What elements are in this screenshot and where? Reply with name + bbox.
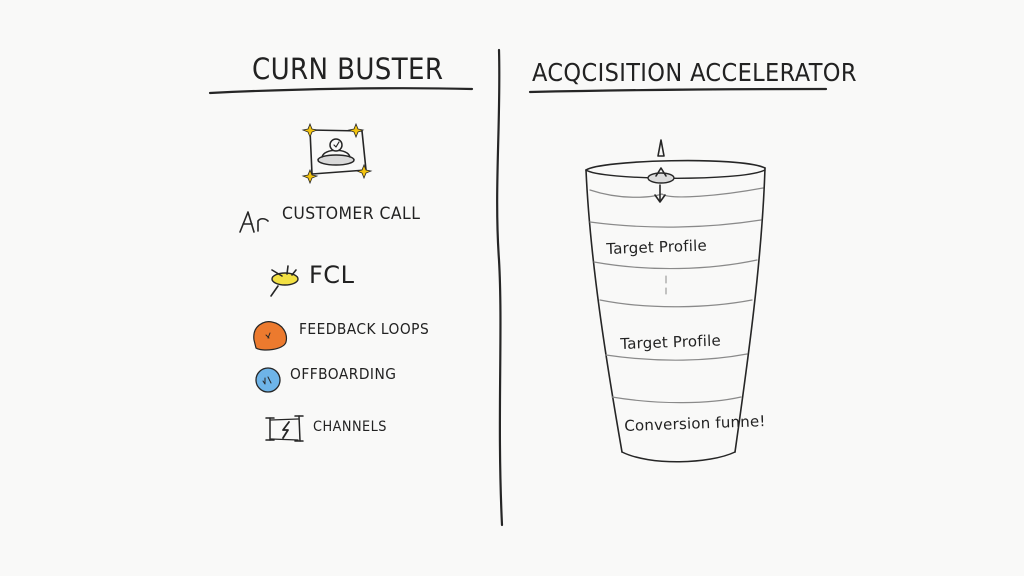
funnel-diagram (585, 139, 766, 463)
list-item-offboarding: OFFBOARDING (290, 365, 397, 383)
list-item-customer-call: CUSTOMER CALL (282, 204, 421, 224)
customer-call-icon (239, 211, 269, 233)
offboarding-icon (255, 367, 281, 393)
funnel-stage-label: Target Profile (606, 236, 708, 258)
funnel-left-side (585, 169, 623, 453)
channels-icon (265, 415, 304, 442)
list-item-channels: CHANNELS (313, 419, 387, 435)
right-panel-title: ACQCISITION ACCELERATOR (532, 58, 857, 87)
left-panel-title: CURN BUSTER (252, 52, 444, 86)
funnel-stage-label: Target Profile (620, 331, 722, 353)
funnel-right-side (734, 167, 766, 453)
center-divider (496, 48, 504, 527)
feedback-loops-icon (253, 321, 288, 351)
churn-buster-icon (301, 122, 373, 185)
right-title-underline (528, 87, 828, 94)
left-title-underline (208, 87, 474, 95)
list-item-feedback-loops: FEEDBACK LOOPS (299, 320, 430, 338)
fcl-icon (270, 265, 299, 297)
list-item-fcl: FCL (309, 261, 355, 289)
